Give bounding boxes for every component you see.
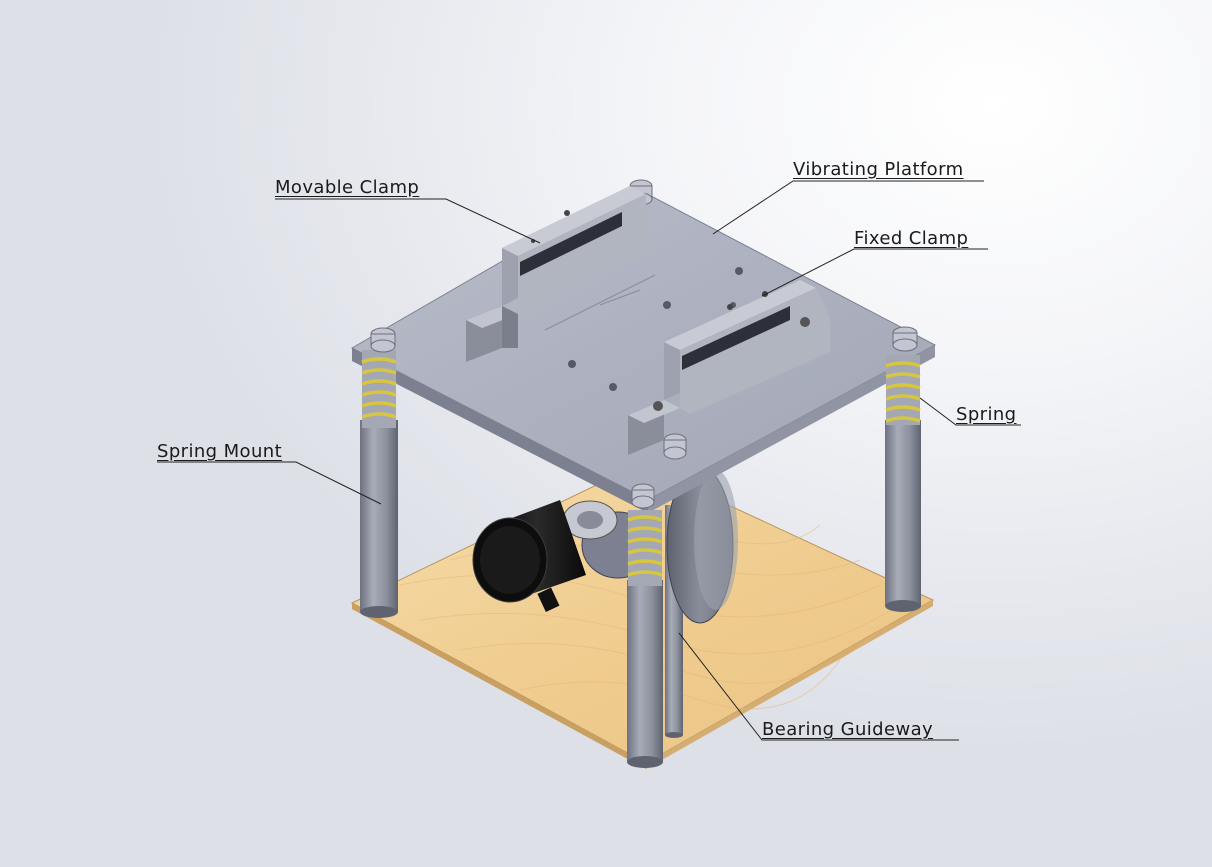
leader-bearing-guideway xyxy=(678,632,959,741)
leader-lines xyxy=(157,180,1021,741)
motor-assembly xyxy=(472,432,738,624)
label-vibrating-platform: Vibrating Platform xyxy=(793,159,964,180)
leader-vibrating-platform xyxy=(712,180,984,235)
label-spring-mount: Spring Mount xyxy=(157,441,283,462)
leader-spring-mount xyxy=(157,461,382,505)
fixed-clamp xyxy=(628,280,830,455)
leader-spring xyxy=(919,397,1021,426)
spring-mount-post-front xyxy=(627,580,663,768)
leader-fixed-clamp xyxy=(761,248,988,297)
spring-mount-post-front-left xyxy=(360,420,398,618)
label-bearing-guideway: Bearing Guideway xyxy=(762,719,934,740)
spring-mount-post-back-right xyxy=(885,420,921,612)
movable-clamp xyxy=(466,186,646,362)
leader-movable-clamp xyxy=(275,198,541,244)
spring-front-left xyxy=(361,350,397,428)
label-spring: Spring xyxy=(956,404,1017,425)
label-movable-clamp: Movable Clamp xyxy=(275,177,420,198)
spring-back-right xyxy=(885,355,921,425)
label-fixed-clamp: Fixed Clamp xyxy=(854,228,969,249)
spring-front xyxy=(627,510,663,586)
